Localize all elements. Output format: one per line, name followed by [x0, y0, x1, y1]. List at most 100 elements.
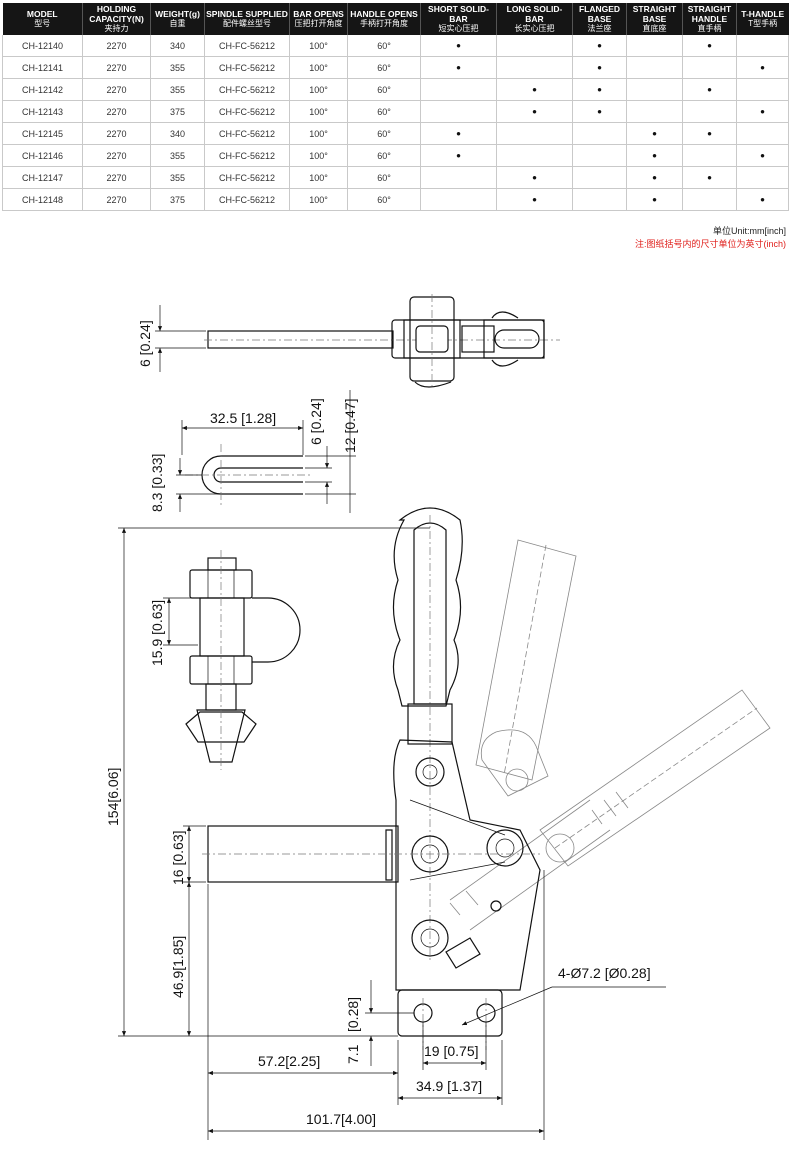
column-header-cn: 型号 [34, 19, 51, 28]
dim-base-width: 34.9 [1.37] [416, 1078, 482, 1094]
spindle-detail: 15.9 [0.63] [149, 550, 301, 770]
dim-fork-width: 12 [0.47] [342, 399, 358, 454]
column-header-en: FLANGED BASE [578, 4, 621, 24]
table-cell: • [736, 56, 789, 79]
table-cell: • [420, 122, 497, 145]
table-cell: 2270 [82, 35, 151, 57]
table-cell: • [736, 188, 789, 211]
column-header-en: SPINDLE SUPPLIED [206, 9, 288, 19]
table-cell: • [682, 122, 737, 145]
table-cell: • [572, 100, 627, 123]
column-header-cn: 长实心压把 [514, 24, 555, 33]
table-cell: • [420, 35, 497, 57]
table-cell: 100° [289, 166, 348, 189]
table-cell: 2270 [82, 78, 151, 101]
table-cell: 100° [289, 188, 348, 211]
table-cell: • [572, 78, 627, 101]
table-cell: 60° [347, 166, 421, 189]
fork-detail: 32.5 [1.28] 8.3 [0.33] 6 [0.24] 12 [0.47… [149, 390, 358, 513]
table-cell: 2270 [82, 122, 151, 145]
column-header-cn: 法兰座 [587, 24, 612, 33]
table-cell [420, 188, 497, 211]
table-cell: 60° [347, 144, 421, 167]
dim-overall-height: 154[6.06] [105, 768, 121, 826]
table-cell [626, 78, 683, 101]
table-cell: CH-FC-56212 [204, 35, 290, 57]
table-cell: CH-12140 [2, 35, 83, 57]
table-cell [420, 100, 497, 123]
table-cell: CH-12146 [2, 144, 83, 167]
dim-fork-radius: 8.3 [0.33] [149, 454, 165, 512]
table-cell [736, 166, 789, 189]
table-cell: 375 [150, 100, 205, 123]
table-cell: 60° [347, 56, 421, 79]
table-cell: 60° [347, 78, 421, 101]
open-position-ghost [449, 539, 771, 931]
table-cell: • [736, 100, 789, 123]
table-cell: 355 [150, 56, 205, 79]
column-header: WEIGHT(g)自重 [150, 3, 205, 35]
table-cell [496, 144, 573, 167]
column-header-en: SHORT SOLID-BAR [428, 4, 489, 24]
table-cell: 355 [150, 166, 205, 189]
table-cell: • [682, 35, 737, 57]
dim-bar-height: 16 [0.63] [170, 831, 186, 886]
table-cell: • [420, 56, 497, 79]
table-cell: 60° [347, 100, 421, 123]
table-cell: • [626, 122, 683, 145]
table-cell: 100° [289, 56, 348, 79]
dim-pivot-height: 46.9[1.85] [170, 936, 186, 998]
column-header-cn: 夹持力 [104, 24, 129, 33]
top-view: 6 [0.24] [137, 294, 560, 388]
table-cell [496, 122, 573, 145]
table-cell: CH-FC-56212 [204, 188, 290, 211]
table-cell: CH-FC-56212 [204, 144, 290, 167]
main-dimensions: 154[6.06] 16 [0.63] 46.9[1.85] [0.28] 7.… [105, 527, 666, 1140]
column-header-en: STRAIGHT HANDLE [687, 4, 732, 24]
table-cell: • [626, 144, 683, 167]
inch-note: 注:图纸括号内的尺寸单位为英寸(inch) [634, 239, 786, 249]
column-header-cn: 自重 [169, 19, 186, 28]
column-header-en: LONG SOLID-BAR [506, 4, 563, 24]
table-cell: 100° [289, 35, 348, 57]
table-cell [682, 56, 737, 79]
table-cell [572, 144, 627, 167]
table-cell: CH-12145 [2, 122, 83, 145]
table-cell: 2270 [82, 56, 151, 79]
table-cell: CH-12142 [2, 78, 83, 101]
column-header-cn: 手柄打开角度 [360, 19, 408, 28]
table-cell [626, 100, 683, 123]
table-cell [682, 100, 737, 123]
table-cell: • [626, 188, 683, 211]
dim-overall-length: 101.7[4.00] [306, 1111, 376, 1127]
dim-spindle-pad: 15.9 [0.63] [149, 600, 165, 666]
table-cell: 60° [347, 188, 421, 211]
table-cell: 340 [150, 35, 205, 57]
table-cell [420, 78, 497, 101]
table-cell: • [626, 166, 683, 189]
table-cell [736, 122, 789, 145]
unit-note: 单位Unit:mm[inch] 注:图纸括号内的尺寸单位为英寸(inch) [635, 225, 786, 251]
table-cell [572, 166, 627, 189]
dim-bar-reach: 57.2[2.25] [258, 1053, 320, 1069]
table-cell: • [572, 56, 627, 79]
table-cell: 60° [347, 122, 421, 145]
table-cell: CH-FC-56212 [204, 56, 290, 79]
table-cell: CH-12141 [2, 56, 83, 79]
table-cell [572, 188, 627, 211]
side-view [202, 507, 541, 1050]
table-cell [496, 35, 573, 57]
dim-top-bar-thickness: 6 [0.24] [137, 320, 153, 367]
